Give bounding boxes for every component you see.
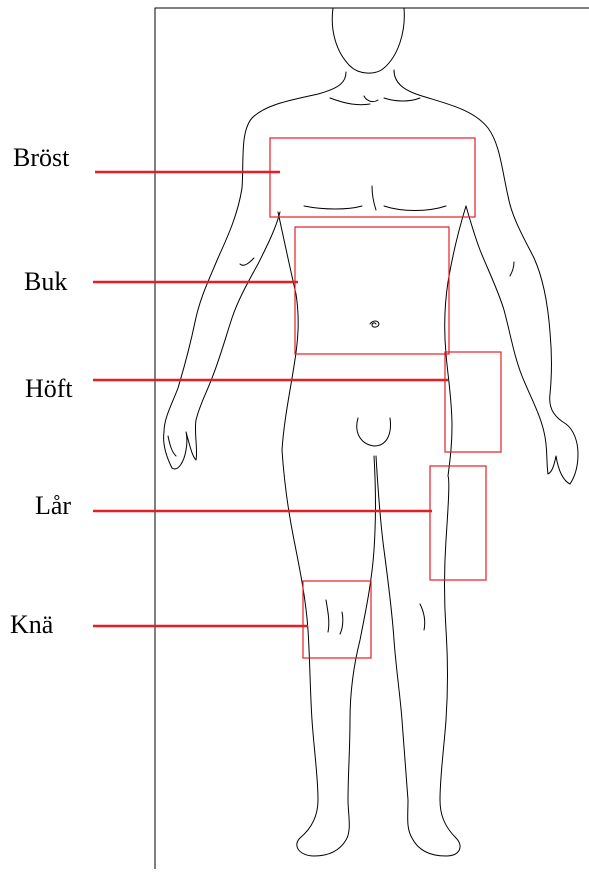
chest-right-pec [384, 206, 446, 211]
left-arm-inner [172, 212, 280, 469]
annotation-layer [93, 138, 501, 658]
right-arm-outer [394, 70, 578, 484]
knee-box [303, 581, 371, 658]
label-abdomen: Buk [24, 269, 67, 295]
chest-box [270, 138, 475, 217]
hip-box [445, 352, 501, 452]
right-arm-inner [466, 206, 570, 484]
right-knee-mark [420, 604, 425, 630]
right-leg-outer [440, 476, 449, 800]
torso-right-side [445, 206, 466, 476]
collarbone-left [330, 98, 370, 105]
head-outline [332, 8, 404, 73]
sternum-line [372, 186, 376, 210]
label-knee: Knä [10, 612, 53, 638]
left-knee-mark [326, 600, 329, 632]
label-hip: Höft [25, 376, 73, 402]
navel [370, 321, 379, 327]
label-thigh: Lår [35, 493, 71, 519]
groin-outline [357, 418, 391, 446]
label-chest: Bröst [13, 145, 69, 171]
right-elbow-mark [510, 262, 514, 276]
chest-left-pec [304, 206, 362, 209]
thigh-box [430, 466, 486, 580]
neck-notch [364, 96, 378, 102]
human-figure-outline [155, 8, 589, 869]
left-elbow-mark [240, 258, 254, 265]
abdomen-box [295, 227, 449, 354]
collarbone-right [384, 98, 420, 101]
left-hand-finger [168, 436, 176, 456]
left-knee-mark-2 [340, 612, 343, 634]
